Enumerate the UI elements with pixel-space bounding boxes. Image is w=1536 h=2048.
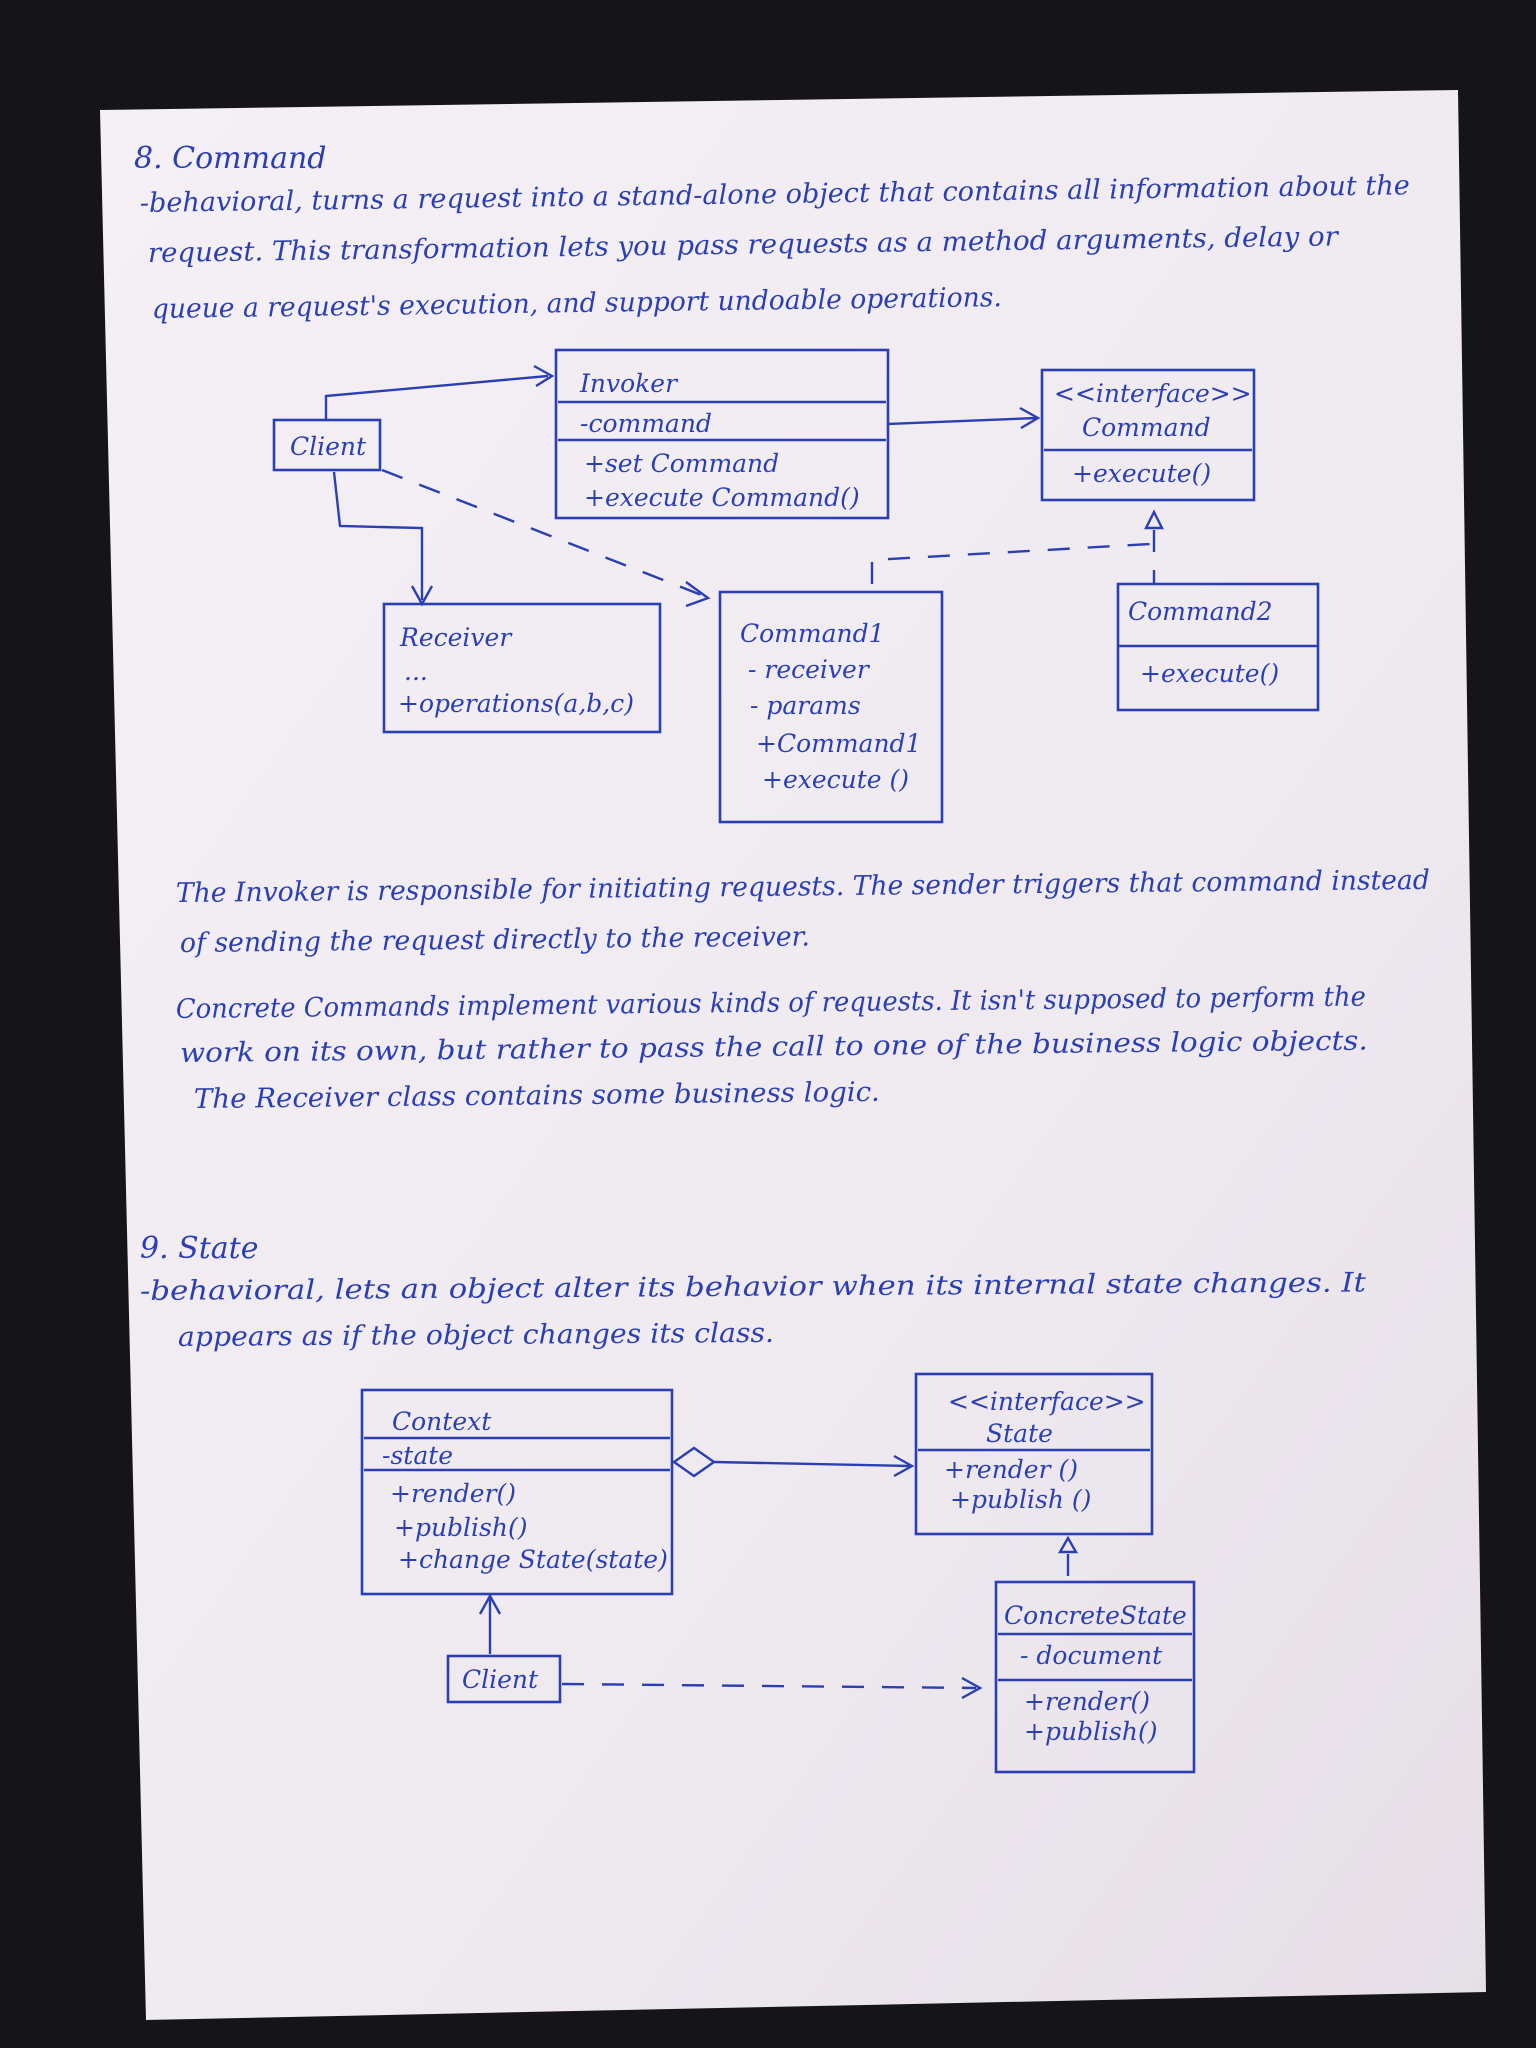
concrete-state-field: - document [1020, 1641, 1163, 1670]
client-label: Client [290, 432, 367, 461]
state-client-label: Client [462, 1665, 539, 1694]
command1-field: - params [750, 691, 861, 720]
invoker-method: +set Command [584, 449, 779, 478]
client-to-command1-dependency [381, 468, 705, 598]
command-interface-title: Command [1082, 413, 1211, 442]
client-to-concrete-dependency [561, 1682, 977, 1690]
invoker-to-command-arrow [887, 416, 1037, 426]
command-interface-method: +execute() [1072, 459, 1211, 488]
client-to-invoker-arrow [324, 374, 549, 420]
command1-field: - receiver [748, 655, 871, 684]
context-method: +render() [390, 1479, 516, 1508]
command2-method: +execute() [1140, 659, 1279, 688]
state-realization-triangle [1057, 1535, 1079, 1554]
context-method: +change State(state) [398, 1545, 668, 1574]
realization-triangle [1144, 509, 1164, 530]
state-uml-diagram: Context -state +render() +publish() +cha… [360, 1372, 1196, 1774]
receiver-title: Receiver [399, 623, 513, 652]
state-interface-method: +render () [944, 1455, 1078, 1484]
command1-class: Command1 - receiver - params +Command1 +… [718, 590, 944, 824]
context-method: +publish() [394, 1513, 527, 1542]
section2-heading: 9. State [140, 1231, 258, 1266]
context-field: -state [382, 1441, 453, 1470]
state-interface-stereotype: <<interface>> [948, 1387, 1146, 1416]
section1-heading: 8. Command [134, 141, 326, 176]
note-line: of sending the request directly to the r… [180, 921, 810, 959]
state-interface-title: State [986, 1419, 1053, 1448]
context-title: Context [392, 1407, 492, 1436]
concrete-state-title: ConcreteState [1004, 1601, 1187, 1630]
state-client-box [446, 1654, 562, 1704]
receiver-class: Receiver ... +operations(a,b,c) [382, 602, 662, 734]
command1-method: +execute () [762, 765, 909, 794]
receiver-method: +operations(a,b,c) [398, 689, 634, 718]
invoker-title: Invoker [579, 369, 679, 398]
state-interface-method: +publish () [950, 1485, 1091, 1514]
receiver-field: ... [404, 657, 428, 686]
command2-class: Command2 +execute() [1116, 582, 1320, 712]
concrete-state-method: +render() [1024, 1687, 1150, 1716]
command1-method: +Command1 [756, 729, 921, 758]
concrete-state-method: +publish() [1024, 1717, 1157, 1746]
command-interface-class: <<interface>> Command +execute() [1040, 368, 1256, 502]
invoker-class: Invoker -command +set Command +execute C… [554, 348, 890, 520]
concrete-state-class: ConcreteState - document +render() +publ… [994, 1580, 1196, 1774]
state-interface-class: <<interface>> State +render () +publish … [914, 1372, 1154, 1536]
realization-lines [870, 542, 1151, 584]
client-to-receiver-arrow [332, 471, 424, 600]
command2-title: Command2 [1128, 597, 1273, 626]
invoker-field: -command [580, 409, 712, 438]
command-uml-diagram: Client Invoker -command +set Command +ex… [272, 348, 1320, 824]
command-interface-stereotype: <<interface>> [1054, 379, 1252, 408]
context-class: Context -state +render() +publish() +cha… [360, 1388, 674, 1596]
paper-sheet [100, 90, 1486, 2020]
note-line: The Receiver class contains some busines… [194, 1077, 880, 1115]
context-to-state-arrow [713, 1460, 911, 1468]
command1-title: Command1 [740, 619, 885, 648]
invoker-method: +execute Command() [584, 483, 860, 512]
intro-line: appears as if the object changes its cla… [178, 1318, 774, 1353]
